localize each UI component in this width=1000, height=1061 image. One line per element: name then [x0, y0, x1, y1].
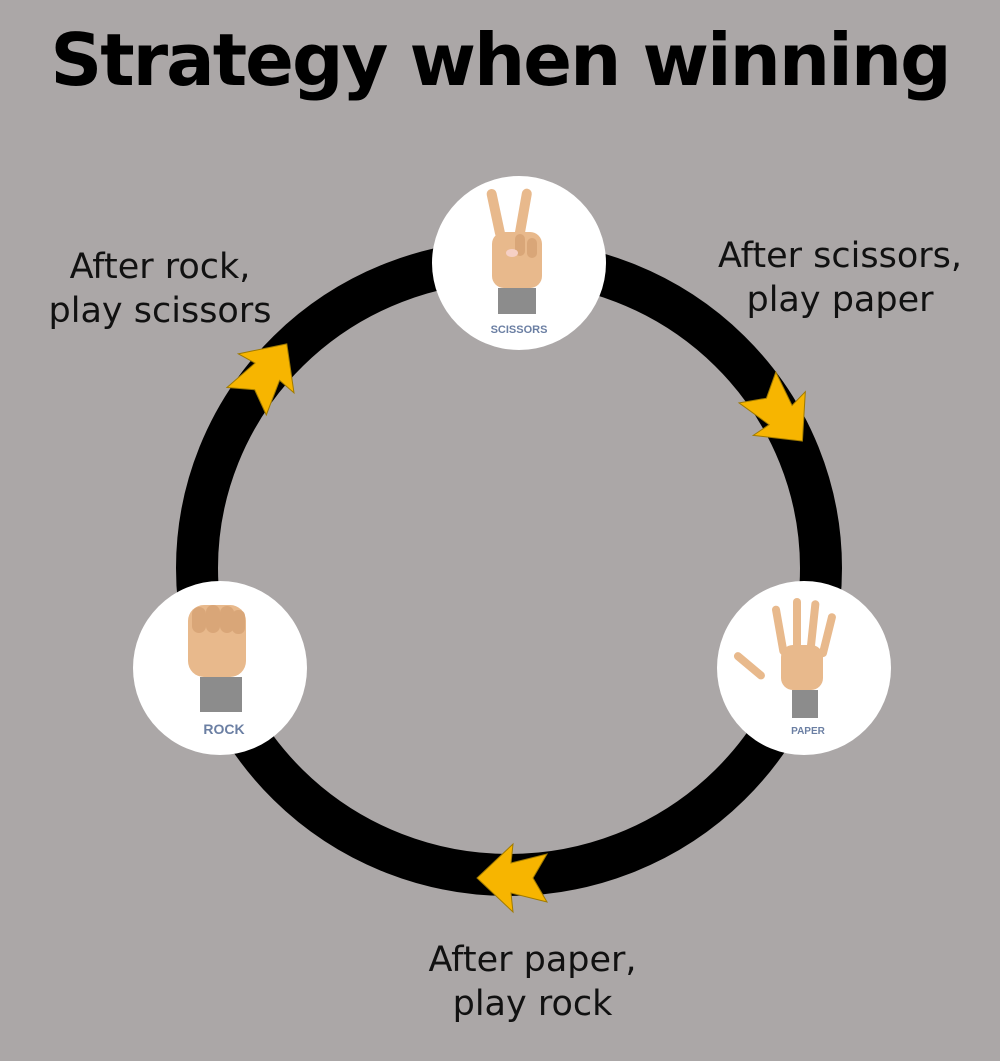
- label-line: play paper: [746, 280, 934, 320]
- rock-fist-icon: [188, 605, 246, 712]
- label-line: play rock: [452, 984, 613, 1024]
- page-title: Strategy when winning: [50, 18, 951, 102]
- label-after-scissors: After scissors, play paper: [700, 234, 980, 322]
- label-line: After paper,: [428, 940, 637, 980]
- node-scissors: SCISSORS: [432, 176, 606, 350]
- label-after-rock: After rock, play scissors: [40, 245, 280, 333]
- node-rock: ROCK: [133, 581, 307, 755]
- node-label-scissors: SCISSORS: [491, 324, 548, 336]
- paper-hand-icon: [733, 598, 836, 718]
- scissors-hand-icon: [486, 188, 542, 314]
- label-line: After scissors,: [717, 236, 962, 276]
- label-line: play scissors: [48, 291, 272, 331]
- node-label-rock: ROCK: [203, 721, 244, 737]
- node-paper: PAPER: [717, 581, 891, 755]
- label-line: After rock,: [69, 247, 251, 287]
- node-label-paper: PAPER: [791, 726, 825, 737]
- cycle-ring: [176, 240, 842, 896]
- label-after-paper: After paper, play rock: [400, 938, 665, 1026]
